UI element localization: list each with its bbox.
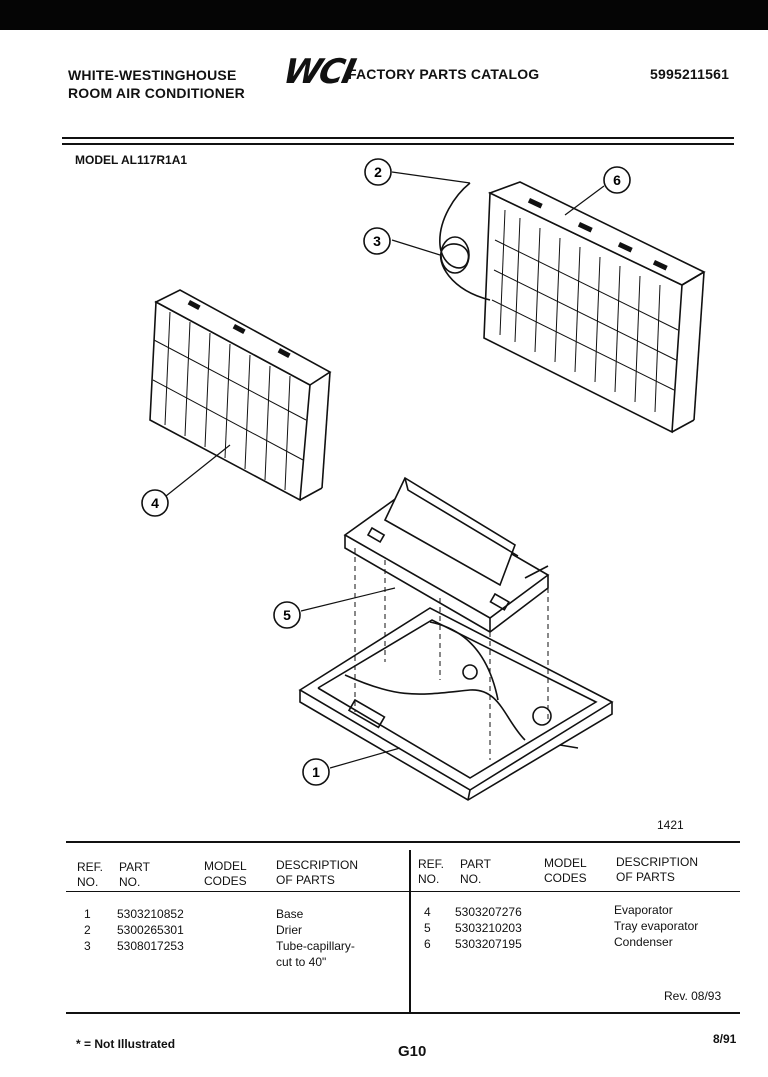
condenser-illustration (483, 181, 706, 434)
right-ref-column: 4 5 6 (424, 904, 431, 952)
svg-text:6: 6 (613, 172, 621, 188)
callout-1: 1 (302, 758, 330, 786)
table-bottom-rule (66, 1012, 740, 1014)
table-cell: 3 (84, 939, 91, 953)
revision-date: Rev. 08/93 (664, 989, 722, 1003)
footer-date: 8/91 (713, 1032, 737, 1046)
table-cell: 5303207276 (455, 905, 522, 919)
wci-logo: WCI (279, 52, 358, 92)
drier-illustration (440, 236, 470, 274)
catalog-title: FACTORY PARTS CATALOG (348, 66, 540, 82)
table-cell: Base (276, 907, 304, 921)
table-cell: 5303210203 (455, 921, 522, 935)
top-black-bar (0, 0, 768, 30)
table-cell: 5303207195 (455, 937, 522, 951)
table-cell: 5308017253 (117, 939, 184, 953)
left-ref-column: 1 2 3 (84, 906, 91, 954)
table-column-divider (409, 850, 411, 1013)
callout-4: 4 (141, 489, 169, 517)
table-cell: Drier (276, 923, 302, 937)
table-cell: Tube-capillary- (276, 939, 355, 953)
table-cell: Evaporator (614, 903, 673, 917)
table-cell: 4 (424, 905, 431, 919)
callout-5: 5 (273, 601, 301, 629)
svg-text:5: 5 (283, 607, 291, 623)
figure-number: 1421 (657, 818, 684, 832)
evaporator-illustration (149, 289, 332, 502)
svg-text:3: 3 (373, 233, 381, 249)
table-cell: cut to 40" (276, 955, 327, 969)
model-label: MODEL AL117R1A1 (75, 153, 188, 167)
brand-line-2: ROOM AIR CONDITIONER (68, 85, 245, 101)
table-cell: Condenser (614, 935, 673, 949)
svg-text:1: 1 (312, 764, 320, 780)
exploded-parts-diagram: 2 3 6 4 5 1 (141, 158, 706, 801)
left-header-ref: REF.NO. (77, 860, 104, 889)
callout-3: 3 (363, 227, 391, 255)
table-cell: 5303210852 (117, 907, 184, 921)
tray-evaporator-illustration (343, 476, 550, 633)
table-header-rule (66, 891, 740, 892)
brand-line-1: WHITE-WESTINGHOUSE (68, 67, 237, 83)
left-description-column: Base Drier Tube-capillary- cut to 40" (276, 906, 355, 970)
svg-text:4: 4 (151, 495, 159, 511)
table-cell: 6 (424, 937, 431, 951)
right-header-ref: REF.NO. (418, 857, 445, 886)
left-part-column: 5303210852 5300265301 5308017253 (117, 906, 184, 954)
catalog-number: 5995211561 (650, 66, 730, 82)
table-cell: 5300265301 (117, 923, 184, 937)
header-rule (62, 137, 734, 139)
table-top-rule (66, 841, 740, 843)
not-illustrated-note: * = Not Illustrated (76, 1037, 176, 1051)
header-rule-secondary (62, 143, 734, 145)
table-cell: 5 (424, 921, 431, 935)
page-number: G10 (398, 1043, 427, 1060)
right-part-column: 5303207276 5303210203 5303207195 (455, 904, 522, 952)
table-cell: 2 (84, 923, 91, 937)
base-pan-illustration (298, 607, 614, 801)
table-cell: Tray evaporator (614, 919, 699, 933)
svg-text:2: 2 (374, 164, 382, 180)
table-cell: 1 (84, 907, 91, 921)
callout-2: 2 (364, 158, 392, 186)
callout-6: 6 (603, 166, 631, 194)
right-description-column: Evaporator Tray evaporator Condenser (614, 902, 698, 950)
